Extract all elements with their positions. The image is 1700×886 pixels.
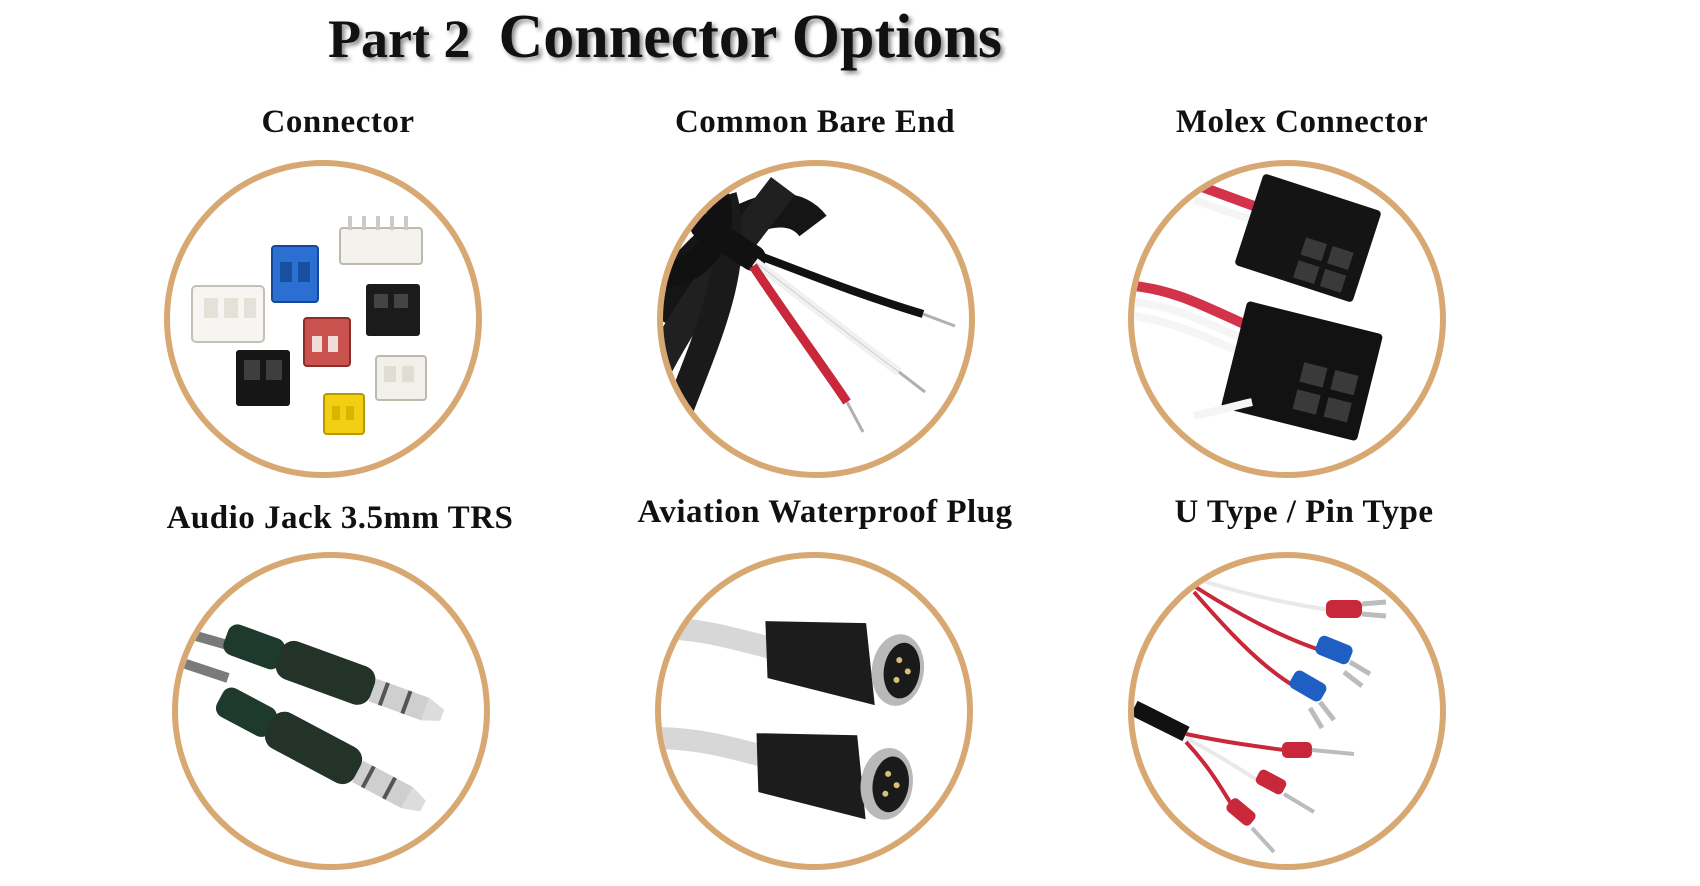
page-title: Part 2 Connector Options xyxy=(0,2,1700,73)
option-image-frame xyxy=(657,160,975,478)
option-image-frame xyxy=(1128,552,1446,870)
title-part: Part 2 xyxy=(328,9,471,69)
option-image-frame xyxy=(172,552,490,870)
option-image-frame xyxy=(164,160,482,478)
audio-jack-icon xyxy=(178,624,445,812)
terminal-lugs-icon xyxy=(1134,576,1387,854)
title-main: Connector Options xyxy=(498,3,1002,71)
molex-connector-icon xyxy=(1134,174,1383,441)
option-image-frame xyxy=(1128,160,1446,478)
option-label: Common Bare End xyxy=(674,104,956,140)
aviation-plug-icon xyxy=(661,617,925,820)
option-label: Connector xyxy=(261,104,415,140)
option-label: Audio Jack 3.5mm TRS xyxy=(166,500,514,536)
option-label: Molex Connector xyxy=(1175,104,1429,140)
option-label: U Type / Pin Type xyxy=(1174,494,1434,530)
bare-wire-end-icon xyxy=(663,166,956,433)
option-image-frame xyxy=(655,552,973,870)
option-label: Aviation Waterproof Plug xyxy=(637,494,1013,530)
connector-housings-icon xyxy=(191,216,427,435)
